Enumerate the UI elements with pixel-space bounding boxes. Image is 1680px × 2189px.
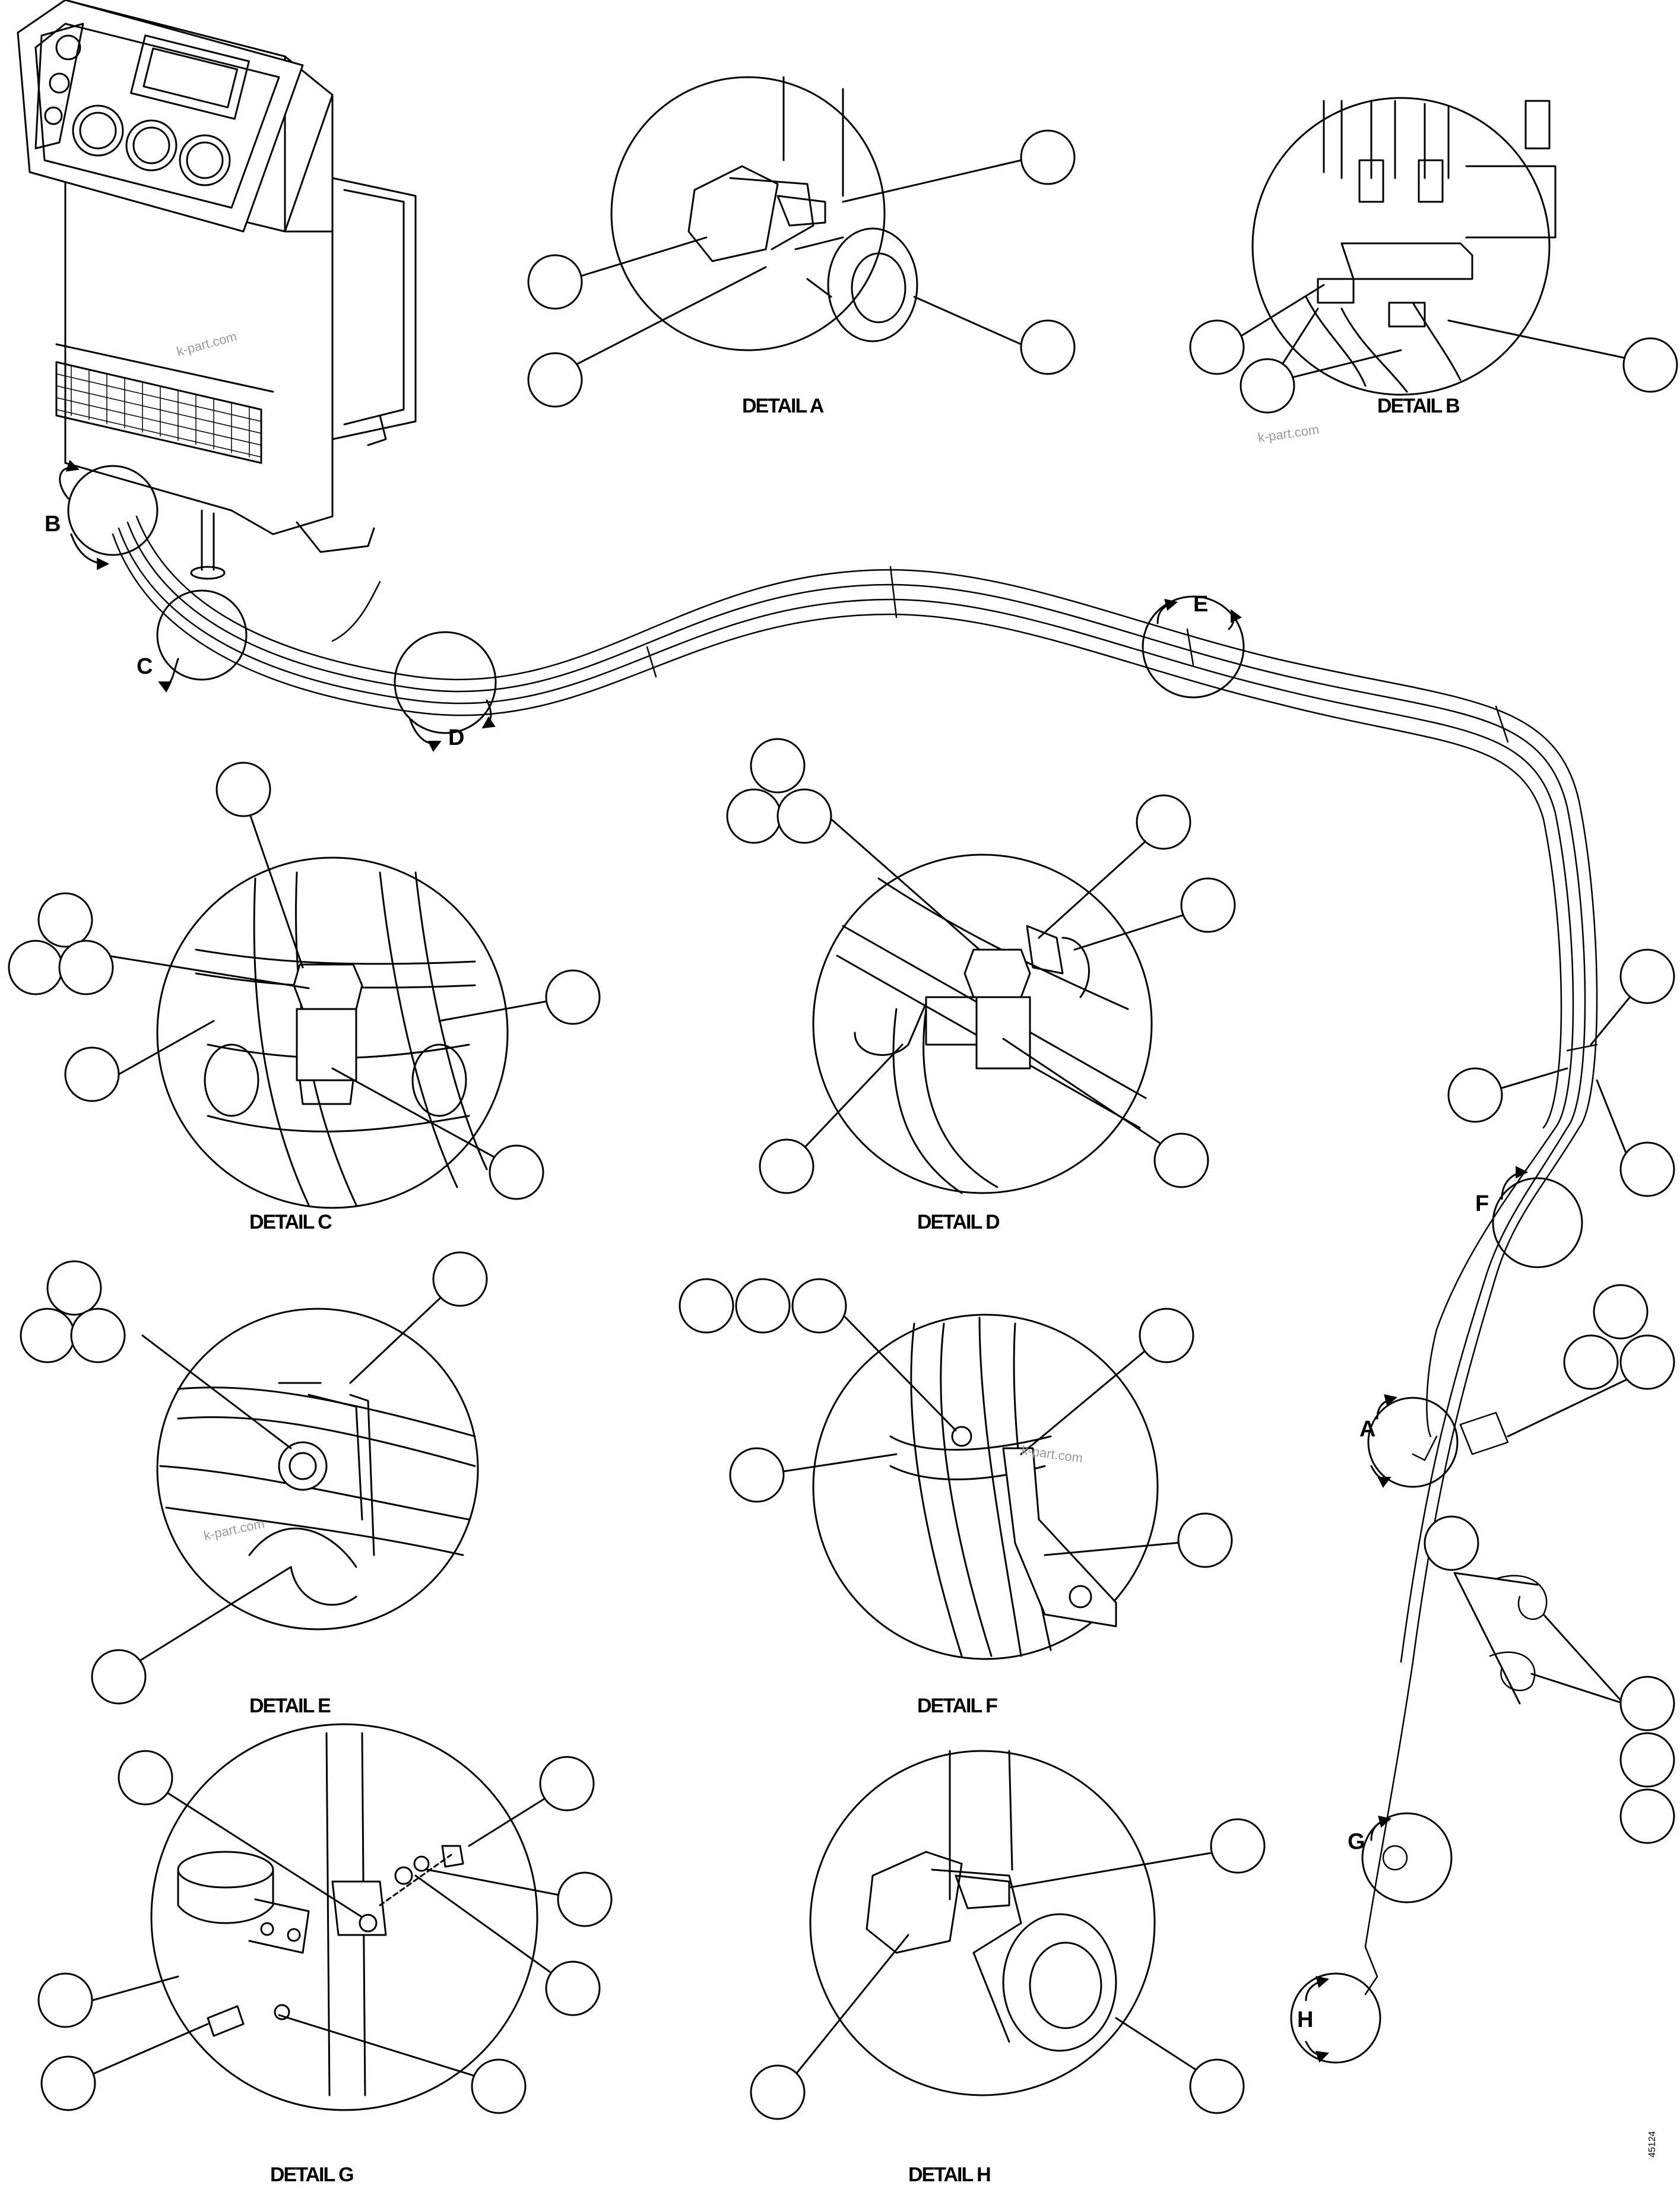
detail-g — [150, 1723, 538, 2111]
detail-b-caption: DETAIL B — [1377, 395, 1460, 417]
detail-e — [156, 1308, 479, 1630]
detail-f — [812, 1314, 1159, 1660]
view-letter-g: G — [1348, 1829, 1365, 1854]
detail-c — [156, 856, 509, 1209]
view-arrows — [59, 459, 1529, 2063]
view-letter-f: F — [1475, 1191, 1489, 1216]
detail-d-caption: DETAIL D — [917, 1211, 1000, 1233]
detail-b — [1251, 97, 1557, 396]
view-indicator-circles — [67, 465, 1583, 2064]
figure-number: 45124 — [1647, 2131, 1657, 2158]
detail-e-caption: DETAIL E — [249, 1695, 331, 1717]
view-letter-b: B — [45, 512, 61, 537]
view-letter-c: C — [137, 654, 153, 679]
callout-bubbles — [8, 129, 1678, 2120]
hose-route — [112, 515, 1598, 1996]
detail-a-caption: DETAIL A — [742, 395, 824, 417]
leader-lines — [70, 159, 1646, 2090]
view-letter-d: D — [448, 725, 464, 750]
view-letter-h: H — [1297, 2007, 1313, 2032]
detail-h — [809, 1750, 1156, 2096]
detail-c-caption: DETAIL C — [249, 1211, 332, 1233]
detail-f-caption: DETAIL F — [917, 1695, 997, 1717]
blast-cabinet — [17, 0, 417, 580]
view-letter-e: E — [1193, 592, 1208, 617]
detail-h-caption: DETAIL H — [908, 2163, 990, 2186]
detail-a — [610, 76, 918, 351]
detail-d — [812, 854, 1153, 1194]
detail-g-caption: DETAIL G — [270, 2163, 353, 2186]
view-letter-a: A — [1359, 1417, 1375, 1442]
watermark-2: k-part.com — [1257, 422, 1320, 445]
